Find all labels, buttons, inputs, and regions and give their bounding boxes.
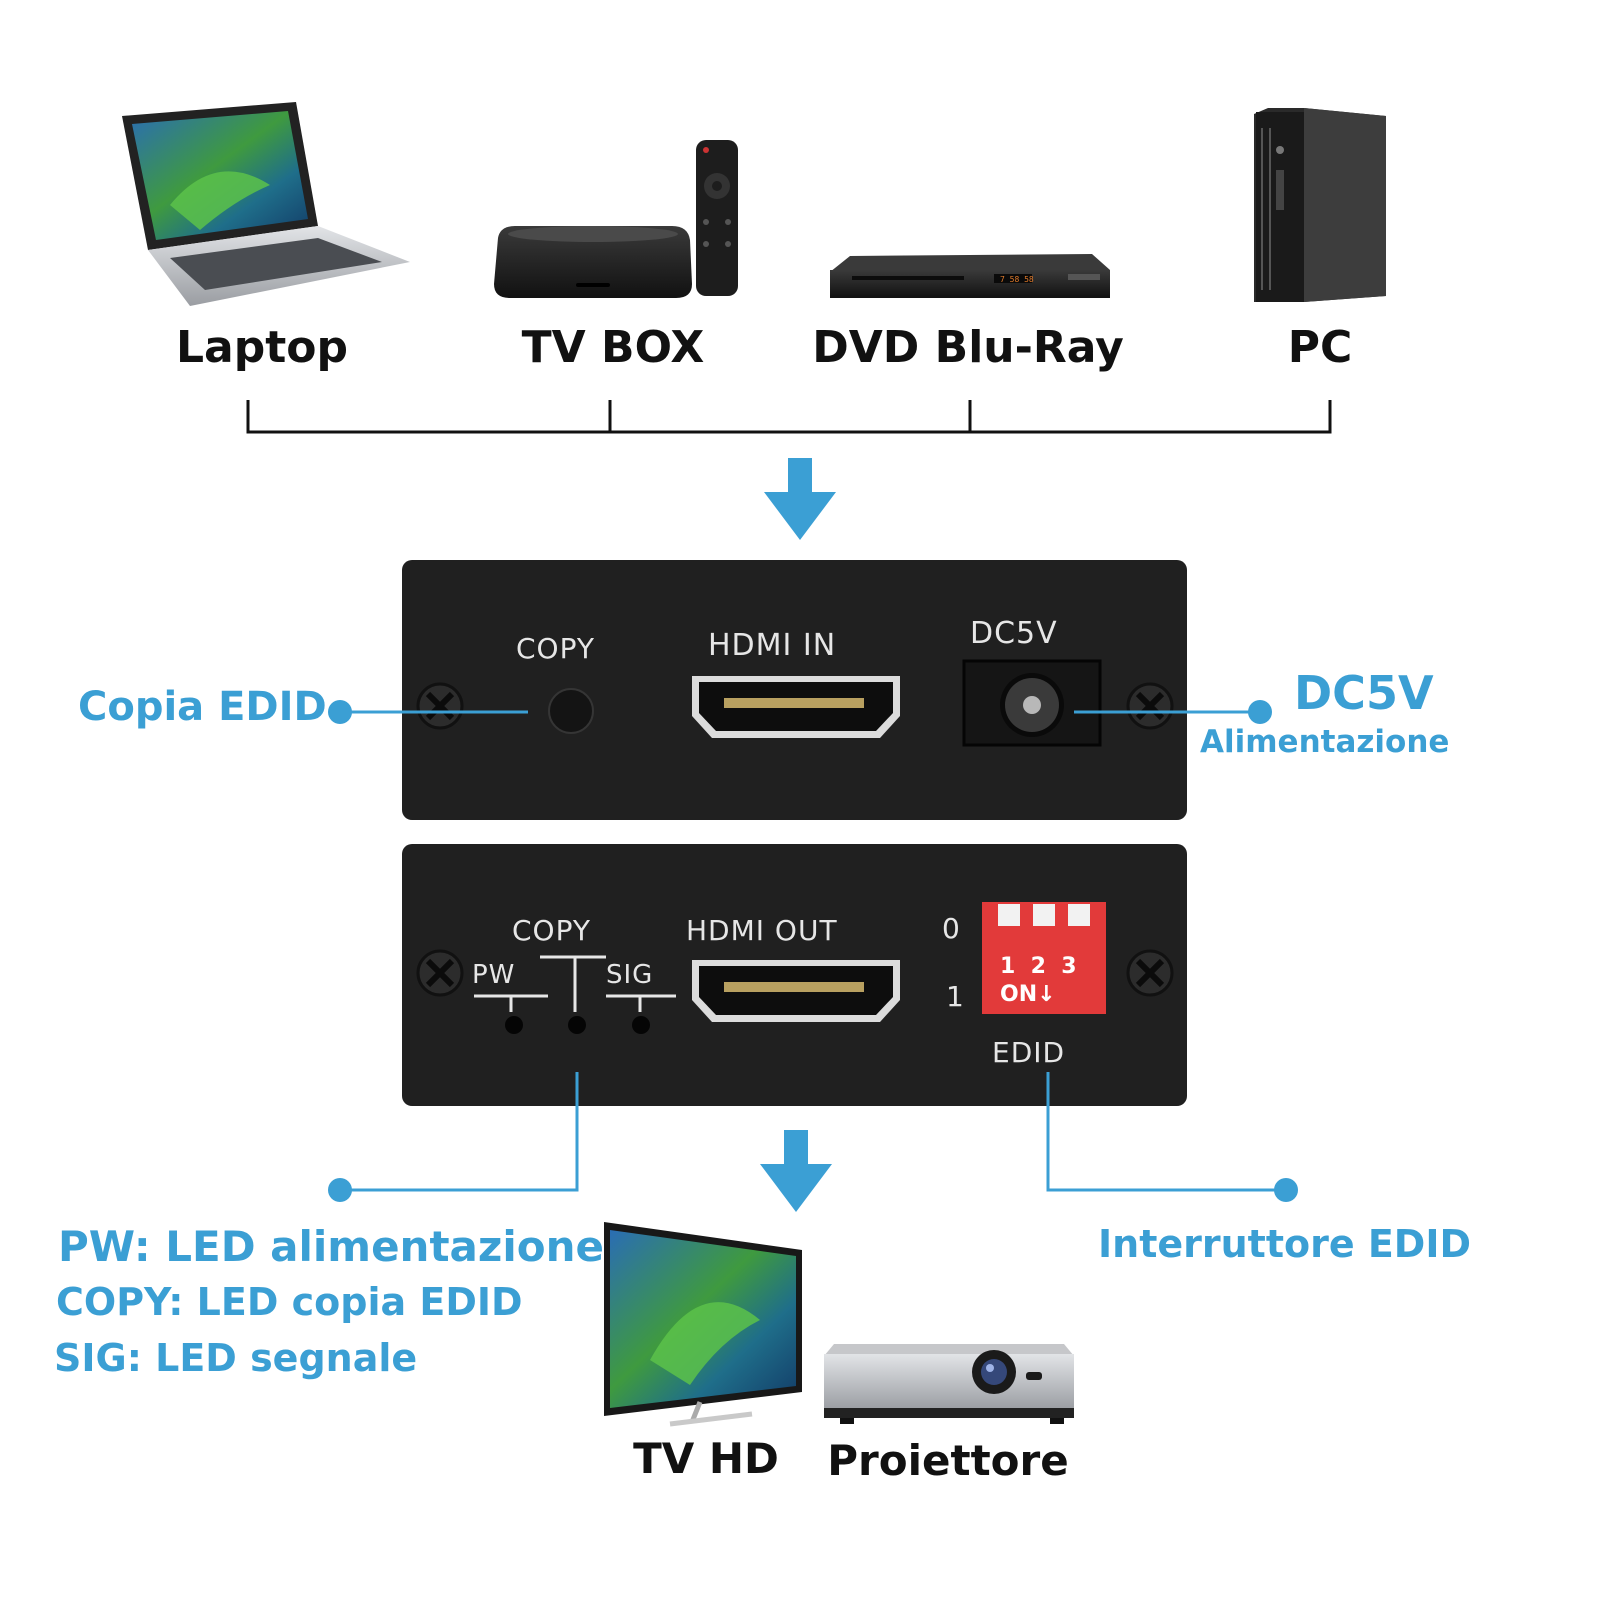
output-pw-label: PW (472, 960, 516, 990)
switch-pos-0-label: 0 (942, 912, 961, 945)
down-arrow-icon (760, 1130, 832, 1212)
screw-icon (1126, 949, 1174, 997)
hdmi-out-port-icon (692, 960, 900, 1022)
led-markings (474, 955, 676, 1012)
edid-label: EDID (992, 1036, 1066, 1069)
destination-label-projector: Proiettore (827, 1436, 1069, 1485)
input-hdmi-label: HDMI IN (708, 628, 837, 663)
source-bracket (246, 400, 1332, 434)
tv-box-icon (494, 226, 692, 298)
copy-led-icon (568, 1016, 586, 1034)
remote-icon (696, 140, 738, 296)
destination-label-tv: TV HD (633, 1434, 779, 1483)
screw-icon (416, 682, 464, 730)
output-sig-label: SIG (606, 960, 654, 990)
source-label-dvd: DVD Blu-Ray (812, 322, 1124, 373)
input-panel (402, 560, 1187, 820)
screw-icon (1126, 682, 1174, 730)
copy-button-icon (548, 688, 594, 734)
tv-icon (604, 1222, 802, 1427)
input-copy-label: COPY (516, 632, 595, 665)
dip-on-label: ON↓ (1000, 982, 1056, 1007)
callout-dots (328, 700, 1298, 1202)
dip-switch-icon (982, 902, 1106, 1014)
source-label-pc: PC (1287, 322, 1353, 373)
hdmi-in-port-icon (692, 676, 900, 738)
callout-led-pw: PW: LED alimentazione (58, 1222, 604, 1271)
source-label-tvbox: TV BOX (521, 322, 705, 373)
callout-led-copy: COPY: LED copia EDID (56, 1280, 523, 1324)
blu-ray-player-icon: 7 58 58 (830, 254, 1110, 298)
callout-dc5v-sub: Alimentazione (1200, 724, 1450, 760)
dip-numbers: 1 2 3 (1000, 954, 1077, 979)
callout-led-sig: SIG: LED segnale (54, 1336, 418, 1380)
desktop-pc-icon (1254, 108, 1386, 302)
callout-lines (340, 710, 1286, 1192)
switch-pos-1-label: 1 (946, 980, 965, 1013)
dc-jack-icon (962, 659, 1102, 747)
output-hdmi-label: HDMI OUT (686, 914, 838, 947)
source-label-laptop: Laptop (176, 322, 348, 373)
screw-icon (416, 949, 464, 997)
sig-led-icon (632, 1016, 650, 1034)
callout-copy-edid: Copia EDID (78, 684, 327, 730)
svg-text:7 58 58: 7 58 58 (1000, 275, 1034, 284)
input-power-label: DC5V (970, 616, 1058, 651)
down-arrow-icon (764, 458, 836, 540)
callout-edid-switch: Interruttore EDID (1098, 1222, 1472, 1266)
pw-led-icon (505, 1016, 523, 1034)
callout-dc5v-title: DC5V (1294, 666, 1434, 720)
laptop-icon (122, 102, 410, 306)
output-panel (402, 844, 1187, 1106)
projector-icon (824, 1344, 1074, 1424)
output-copy-label: COPY (512, 914, 591, 947)
